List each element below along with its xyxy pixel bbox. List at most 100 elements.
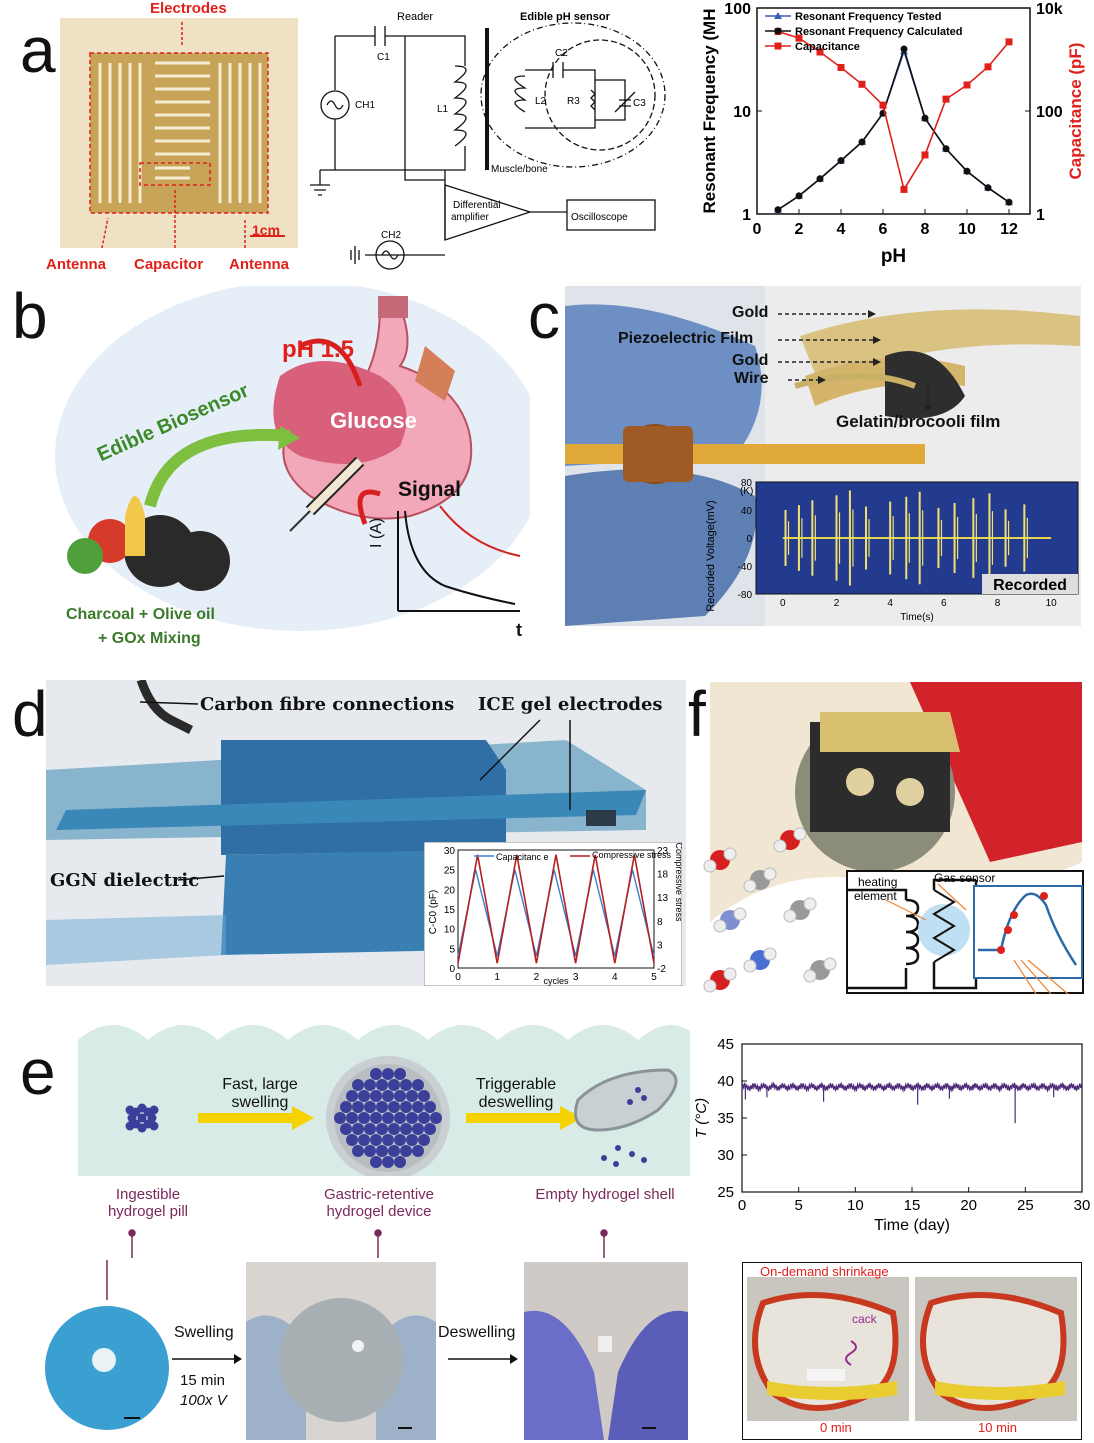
y-tick-label: 45 — [717, 1036, 734, 1053]
molecule-atom — [743, 879, 757, 893]
x-tick-label: 1 — [494, 972, 500, 983]
x-tick-label: 10 — [1046, 598, 1058, 609]
device-particle — [394, 1090, 406, 1102]
x-tick-label: 4 — [837, 221, 846, 238]
ice-gel-label: ICE gel electrodes — [478, 694, 663, 715]
device-particle — [370, 1112, 382, 1124]
legend-marker — [774, 27, 782, 35]
molecule-atom — [703, 979, 717, 993]
molecule-atom — [733, 907, 747, 921]
svg-text:CH1: CH1 — [355, 100, 375, 111]
svg-text:L2: L2 — [535, 96, 547, 107]
legend-label: Resonant Frequency Calculated — [795, 26, 963, 38]
device-particle — [352, 1101, 364, 1113]
series-line-2 — [777, 30, 1010, 192]
y2-tick-label: 13 — [657, 893, 669, 904]
panel-letter-c: c — [528, 280, 560, 352]
device-particle — [358, 1134, 370, 1146]
y-tick-label: 30 — [444, 846, 456, 857]
device-particle — [358, 1090, 370, 1102]
y-tick-label: 80 — [741, 478, 753, 489]
device-particle — [412, 1145, 424, 1157]
device-particle — [430, 1112, 442, 1124]
swelling-arrow — [172, 1354, 242, 1364]
device-particle — [346, 1090, 358, 1102]
x-tick-label: 10 — [847, 1197, 864, 1214]
svg-text:Reader: Reader — [397, 11, 433, 23]
legend-label-cap: Capacitanc e — [496, 852, 549, 862]
gold-bottom-label: Gold — [732, 352, 769, 369]
device-particle — [400, 1079, 412, 1091]
device-particle — [412, 1101, 424, 1113]
point-calculated — [1005, 198, 1013, 206]
gelatin-film-label: Gelatin/brocooli film — [836, 412, 1001, 431]
svg-text:C1: C1 — [377, 52, 390, 63]
y-tick-label: 10 — [733, 104, 751, 121]
deswelling-arrow — [448, 1354, 518, 1364]
device-particle — [370, 1134, 382, 1146]
x-tick-label: 8 — [995, 598, 1001, 609]
device-particle — [370, 1156, 382, 1168]
device-particle — [388, 1123, 400, 1135]
molecule-atom — [793, 827, 807, 841]
y-axis-unit: (K) — [740, 486, 753, 497]
x-tick-label: 0 — [753, 221, 762, 238]
y-tick-label: 25 — [717, 1184, 734, 1201]
device-particle — [340, 1123, 352, 1135]
x-tick-label: 2 — [834, 598, 840, 609]
x-tick-label: 5 — [651, 972, 657, 983]
series-line-0 — [777, 48, 1010, 211]
svg-text:Muscle/bone: Muscle/bone — [491, 164, 548, 175]
point-capacitance — [921, 151, 929, 159]
molecule-atom — [743, 959, 757, 973]
x-tick-label: 4 — [887, 598, 893, 609]
legend-label: Capacitance — [795, 41, 860, 53]
electrodes-label: Electrodes — [150, 0, 227, 17]
swelling-factor-label: 100x V — [180, 1392, 227, 1409]
y-tick-label: 25 — [444, 866, 456, 877]
x-tick-label: 8 — [921, 221, 930, 238]
y2-axis-title: Capacitance (pF) — [1066, 43, 1085, 180]
heating-label-2: element — [854, 889, 897, 903]
series-line-1 — [777, 46, 1010, 211]
point-calculated — [816, 175, 824, 183]
pill-particle — [137, 1113, 147, 1123]
point-calculated — [921, 114, 929, 122]
device-particle — [382, 1112, 394, 1124]
heating-label-1: heating — [858, 875, 897, 889]
pill-particle — [125, 1121, 135, 1131]
layer-arrows — [778, 310, 932, 410]
carbon-fibre-label: Carbon fibre connections — [200, 694, 455, 715]
device-particle — [358, 1112, 370, 1124]
molecule-atom — [823, 957, 837, 971]
y-axis-title: T (°C) — [693, 1098, 710, 1138]
device-particle — [364, 1145, 376, 1157]
deswelling-label: Deswelling — [438, 1324, 516, 1341]
x-axis-title: pH — [881, 246, 906, 267]
biosensor-illustration — [55, 286, 530, 631]
y2-tick-label: 18 — [657, 870, 669, 881]
point-calculated — [984, 184, 992, 192]
ph-label: pH 1.5 — [282, 336, 355, 363]
device-particle — [388, 1079, 400, 1091]
pill-particle — [137, 1123, 147, 1133]
pill-particle — [137, 1103, 147, 1113]
molecule-atom — [803, 969, 817, 983]
y-tick-label: 40 — [717, 1073, 734, 1090]
device-particle — [364, 1101, 376, 1113]
circuit-diagram: Reader Edible pH sensor C1 C2 C3 R3 L1 L… — [310, 11, 666, 270]
pill-particle — [147, 1113, 157, 1123]
point-capacitance — [984, 63, 992, 71]
molecule-atom — [703, 859, 717, 873]
y2-tick-label: 3 — [657, 940, 663, 951]
device-particle — [352, 1123, 364, 1135]
y2-tick-label: 100 — [1036, 104, 1063, 121]
device-particle — [352, 1145, 364, 1157]
point-calculated — [900, 45, 908, 53]
molecule-atom — [713, 919, 727, 933]
point-capacitance — [816, 48, 824, 56]
x-tick-label: 2 — [534, 972, 540, 983]
